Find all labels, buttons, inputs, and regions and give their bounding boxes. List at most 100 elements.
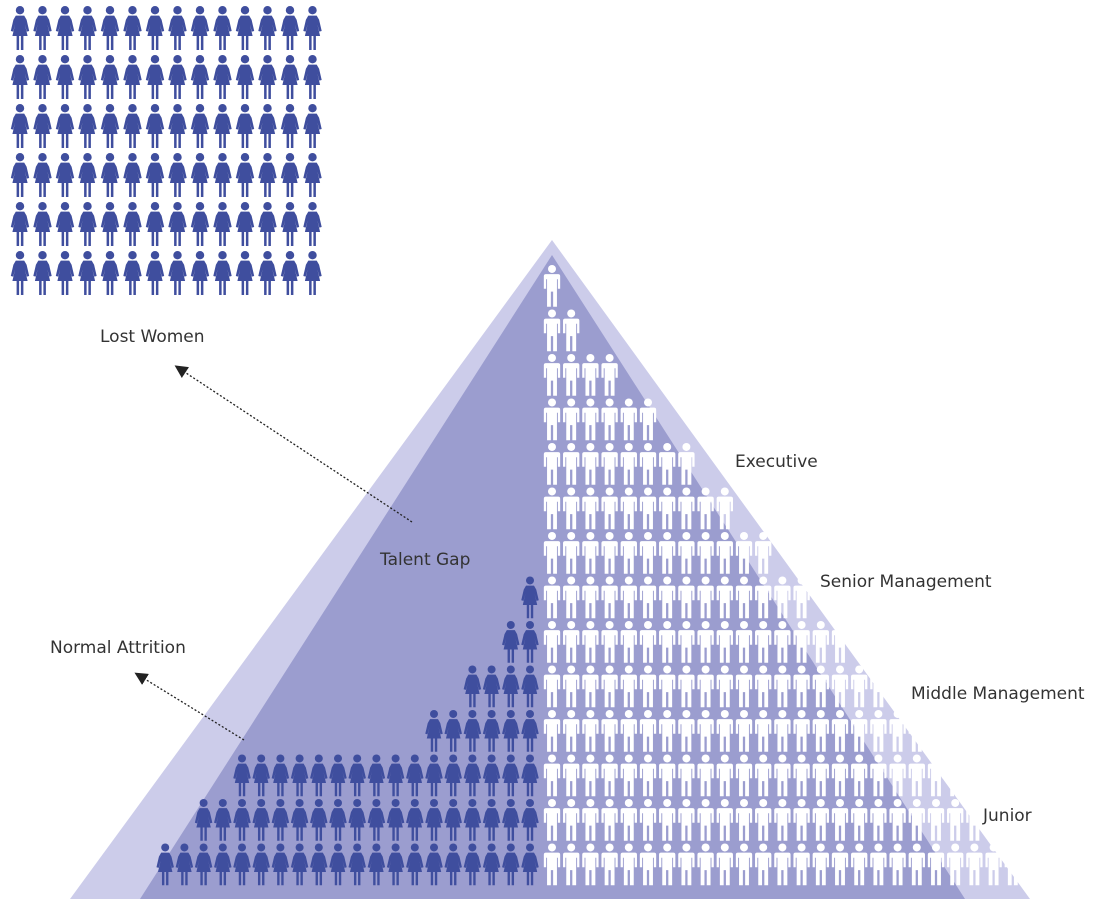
man-icon — [947, 843, 964, 886]
woman-icon — [55, 251, 75, 295]
woman-icon — [258, 6, 277, 51]
woman-icon — [502, 621, 520, 663]
man-icon — [639, 487, 657, 530]
woman-icon — [502, 754, 520, 797]
man-icon — [831, 843, 849, 886]
woman-icon — [348, 799, 366, 841]
man-icon — [678, 532, 695, 574]
man-icon — [812, 754, 829, 797]
man-icon — [620, 799, 637, 841]
man-icon — [870, 799, 887, 841]
man-icon — [793, 576, 810, 619]
man-icon — [543, 754, 561, 797]
woman-icon — [123, 104, 142, 148]
man-icon — [659, 576, 676, 619]
man-icon — [678, 754, 695, 797]
man-icon — [697, 621, 714, 663]
man-icon — [870, 710, 887, 752]
woman-icon — [290, 799, 309, 841]
man-icon — [1023, 843, 1041, 886]
woman-icon — [425, 710, 443, 752]
senior-management-label: Senior Management — [820, 572, 992, 592]
man-icon — [908, 754, 925, 797]
man-icon — [697, 710, 714, 752]
man-icon — [831, 621, 849, 663]
man-icon — [601, 354, 618, 396]
man-icon — [966, 843, 983, 886]
woman-icon — [100, 104, 120, 148]
woman-icon — [78, 202, 97, 246]
woman-icon — [33, 55, 52, 99]
man-icon — [831, 754, 849, 797]
woman-icon — [463, 710, 482, 752]
woman-icon — [123, 251, 142, 295]
woman-icon — [175, 843, 194, 886]
woman-icon — [100, 55, 120, 99]
man-icon — [755, 843, 772, 886]
woman-icon — [521, 754, 539, 797]
woman-icon — [386, 754, 405, 797]
man-icon — [927, 843, 945, 886]
man-icon — [601, 532, 618, 574]
woman-icon — [280, 104, 300, 148]
man-icon — [870, 843, 887, 886]
woman-icon — [190, 153, 210, 197]
man-icon — [678, 487, 695, 530]
woman-icon — [233, 754, 251, 797]
junior-label: Junior — [983, 806, 1032, 826]
woman-icon — [502, 710, 520, 752]
man-icon — [659, 799, 676, 841]
man-icon — [812, 665, 829, 708]
man-icon — [620, 487, 637, 530]
woman-icon — [10, 104, 30, 148]
man-icon — [582, 576, 599, 619]
woman-icon — [55, 202, 75, 246]
man-icon — [889, 843, 906, 886]
man-icon — [620, 576, 637, 619]
woman-icon — [33, 251, 52, 295]
woman-icon — [303, 251, 322, 295]
man-icon — [659, 443, 676, 485]
woman-icon — [444, 799, 462, 841]
man-icon — [908, 799, 925, 841]
woman-icon — [252, 799, 270, 841]
woman-icon — [55, 55, 75, 99]
man-icon — [774, 843, 791, 886]
man-icon — [620, 443, 637, 485]
man-icon — [927, 754, 945, 797]
woman-icon — [502, 665, 520, 708]
man-icon — [697, 576, 714, 619]
man-icon — [755, 576, 772, 619]
woman-icon — [213, 55, 232, 99]
man-icon — [678, 843, 695, 886]
woman-icon — [168, 6, 187, 51]
man-icon — [812, 799, 829, 841]
woman-icon — [168, 251, 187, 295]
man-icon — [735, 665, 753, 708]
man-icon — [793, 799, 810, 841]
woman-icon — [310, 799, 328, 841]
woman-icon — [10, 153, 30, 197]
man-icon — [985, 843, 1002, 886]
man-icon — [639, 665, 657, 708]
woman-icon — [10, 251, 30, 295]
man-icon — [659, 710, 676, 752]
woman-icon — [386, 843, 405, 886]
man-icon — [831, 665, 849, 708]
talent-gap-label: Talent Gap — [380, 550, 471, 570]
man-icon — [678, 576, 695, 619]
man-icon — [543, 532, 561, 574]
woman-icon — [280, 6, 300, 51]
man-icon — [697, 532, 714, 574]
woman-icon — [521, 843, 539, 886]
man-icon — [563, 354, 580, 396]
man-icon — [582, 621, 599, 663]
woman-icon — [235, 251, 255, 295]
man-icon — [812, 621, 829, 663]
man-icon — [639, 843, 657, 886]
woman-icon — [303, 104, 322, 148]
man-icon — [601, 754, 618, 797]
man-icon — [870, 665, 887, 708]
woman-icon — [10, 55, 30, 99]
man-icon — [582, 754, 599, 797]
